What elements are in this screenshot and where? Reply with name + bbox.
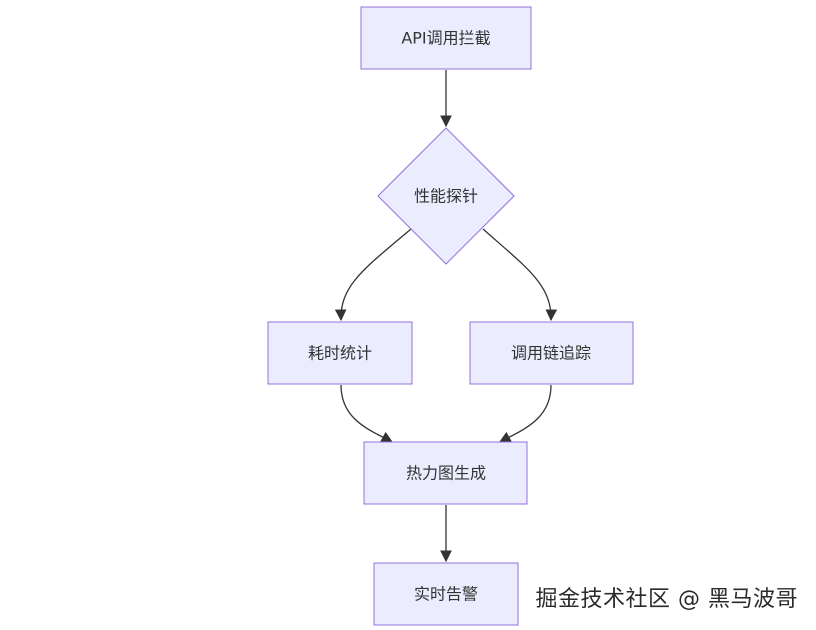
node-perf-probe[interactable]: 性能探针	[377, 127, 515, 265]
node-api-intercept-label: API调用拦截	[401, 29, 490, 48]
node-heatmap[interactable]: 热力图生成	[363, 441, 528, 505]
edge-probe-to-callchain	[482, 228, 558, 322]
watermark-text: 掘金技术社区 @ 黑马波哥	[535, 587, 798, 612]
node-timing-stats-label: 耗时统计	[308, 344, 372, 363]
node-perf-probe-label: 性能探针	[414, 187, 478, 206]
node-timing-stats[interactable]: 耗时统计	[267, 321, 413, 385]
node-api-intercept[interactable]: API调用拦截	[360, 6, 532, 70]
node-call-chain[interactable]: 调用链追踪	[469, 321, 634, 385]
edge-probe-to-timing	[334, 228, 412, 322]
node-call-chain-label: 调用链追踪	[511, 344, 591, 363]
node-alert-label: 实时告警	[414, 585, 478, 604]
node-heatmap-label: 热力图生成	[406, 464, 486, 483]
node-alert[interactable]: 实时告警	[373, 562, 519, 626]
edge-timing-to-heatmap	[340, 384, 394, 443]
edge-callchain-to-heatmap	[498, 384, 552, 443]
